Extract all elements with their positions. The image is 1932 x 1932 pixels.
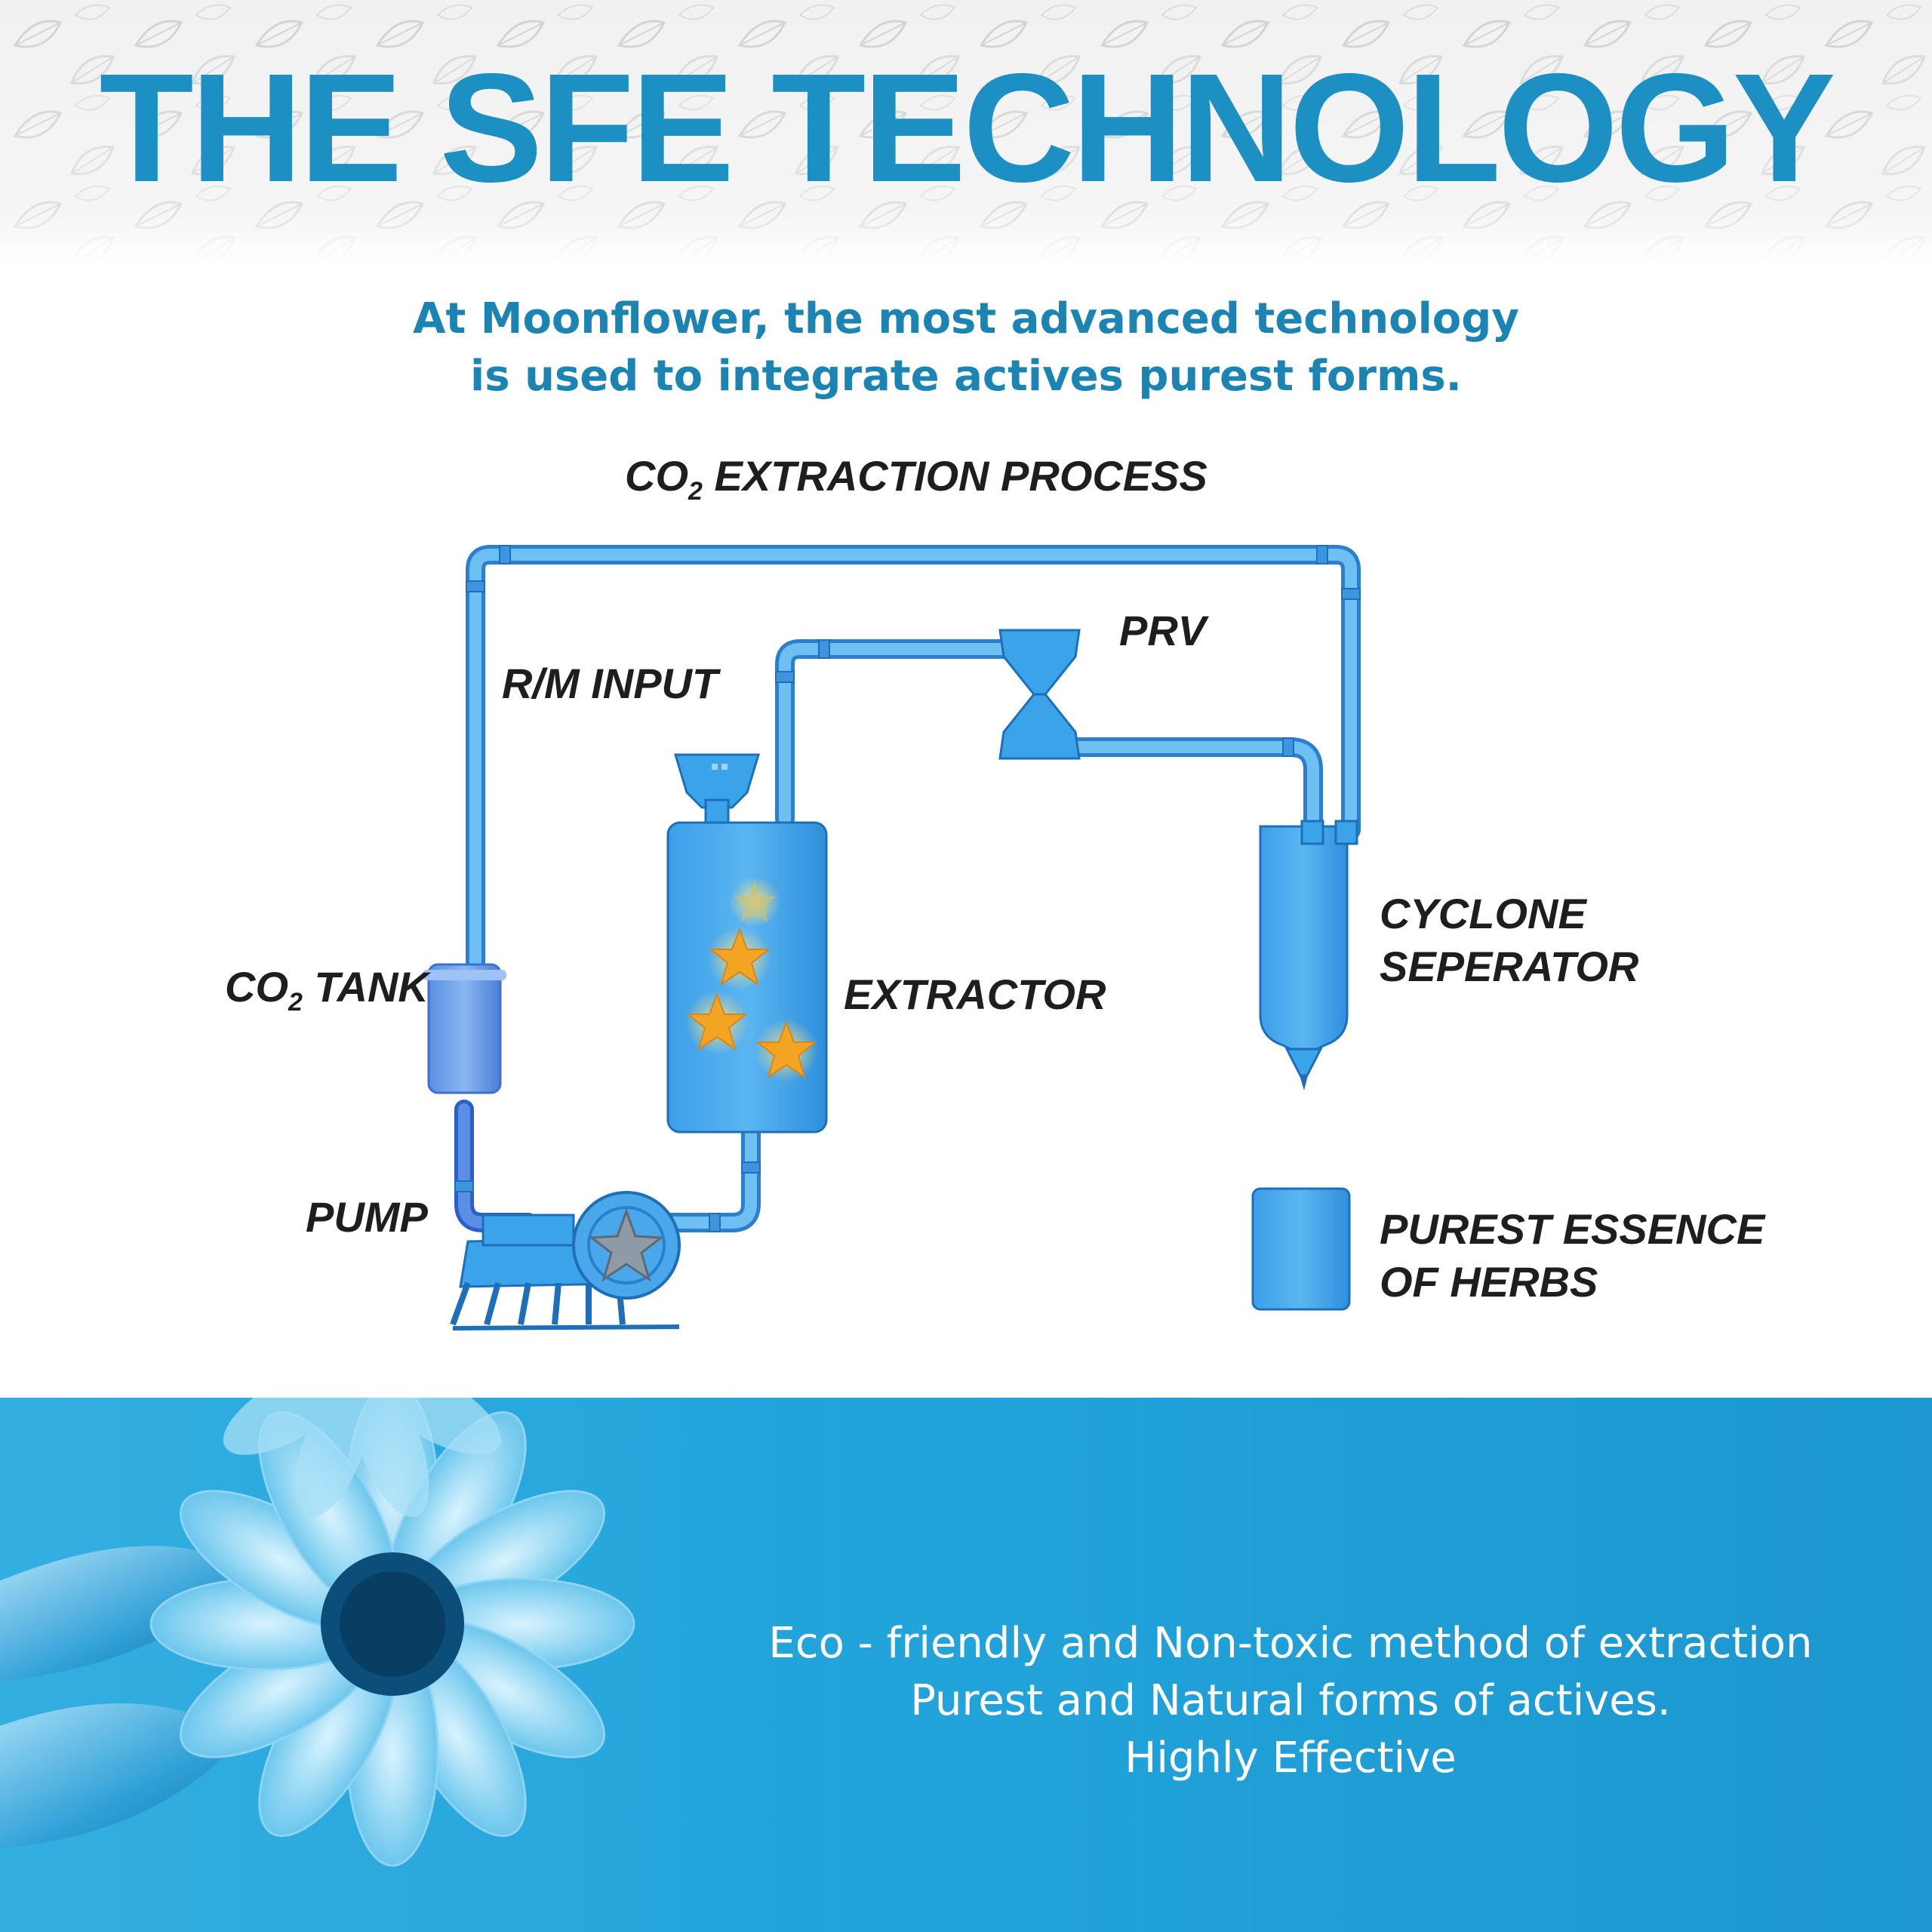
purest-essence-label-line-2: OF HERBS: [1380, 1258, 1598, 1306]
prv-valve: [998, 629, 1081, 760]
cyclone-separator: [1259, 820, 1358, 1091]
extraction-process-diagram: CO2 EXTRACTION PROCESS PRV R/M INPUT CO2…: [225, 452, 1766, 1331]
pump: [450, 1191, 681, 1331]
pipe-joints: [454, 545, 1361, 1232]
footer-line-1: Eco - friendly and Non-toxic method of e…: [768, 1619, 1813, 1668]
prv-label: PRV: [1119, 607, 1210, 654]
recycle-pipe: [466, 545, 1361, 972]
footer-benefits: Eco - friendly and Non-toxic method of e…: [724, 1615, 1857, 1787]
pump-fan-icon: [588, 1208, 665, 1282]
cyclone-label-line-1: CYCLONE: [1380, 890, 1587, 937]
pump-to-extractor-pipe: [639, 1118, 761, 1232]
co2-tank-label: CO2 TANK: [225, 963, 431, 1017]
page-title: THE SFE TECHNOLOGY: [99, 42, 1835, 214]
co2-tank: [423, 963, 506, 1094]
rm-input-label: R/M INPUT: [502, 660, 721, 707]
prv-to-cyclone-pipe: [1062, 737, 1323, 840]
extractor-vessel: [666, 753, 828, 1134]
purest-essence-label-line-1: PUREST ESSENCE: [1380, 1205, 1766, 1253]
footer-line-2: Purest and Natural forms of actives.: [910, 1676, 1671, 1725]
extractor-to-prv-pipe: [775, 639, 1021, 829]
purest-essence-swatch: [1251, 1187, 1351, 1311]
star-flower-icon: [685, 876, 818, 1082]
pump-label: PUMP: [306, 1193, 428, 1241]
footer-band: [0, 1398, 1932, 1932]
page-subtitle: At Moonflower, the most advanced technol…: [287, 291, 1645, 405]
subtitle-line-2: is used to integrate actives purest form…: [470, 352, 1462, 401]
footer-line-3: Highly Effective: [1124, 1734, 1457, 1783]
flower-icon: [0, 1398, 830, 1932]
diagram-title: CO2 EXTRACTION PROCESS: [625, 452, 1208, 506]
tank-to-pump-pipe: [454, 1100, 538, 1232]
header-band: THE SFE TECHNOLOGY: [0, 0, 1932, 264]
extractor-label: EXTRACTOR: [844, 971, 1106, 1018]
leaf-pattern-icon: [0, 0, 1932, 264]
subtitle-line-1: At Moonflower, the most advanced technol…: [413, 294, 1519, 343]
cyclone-label-line-2: SEPERATOR: [1380, 943, 1639, 990]
